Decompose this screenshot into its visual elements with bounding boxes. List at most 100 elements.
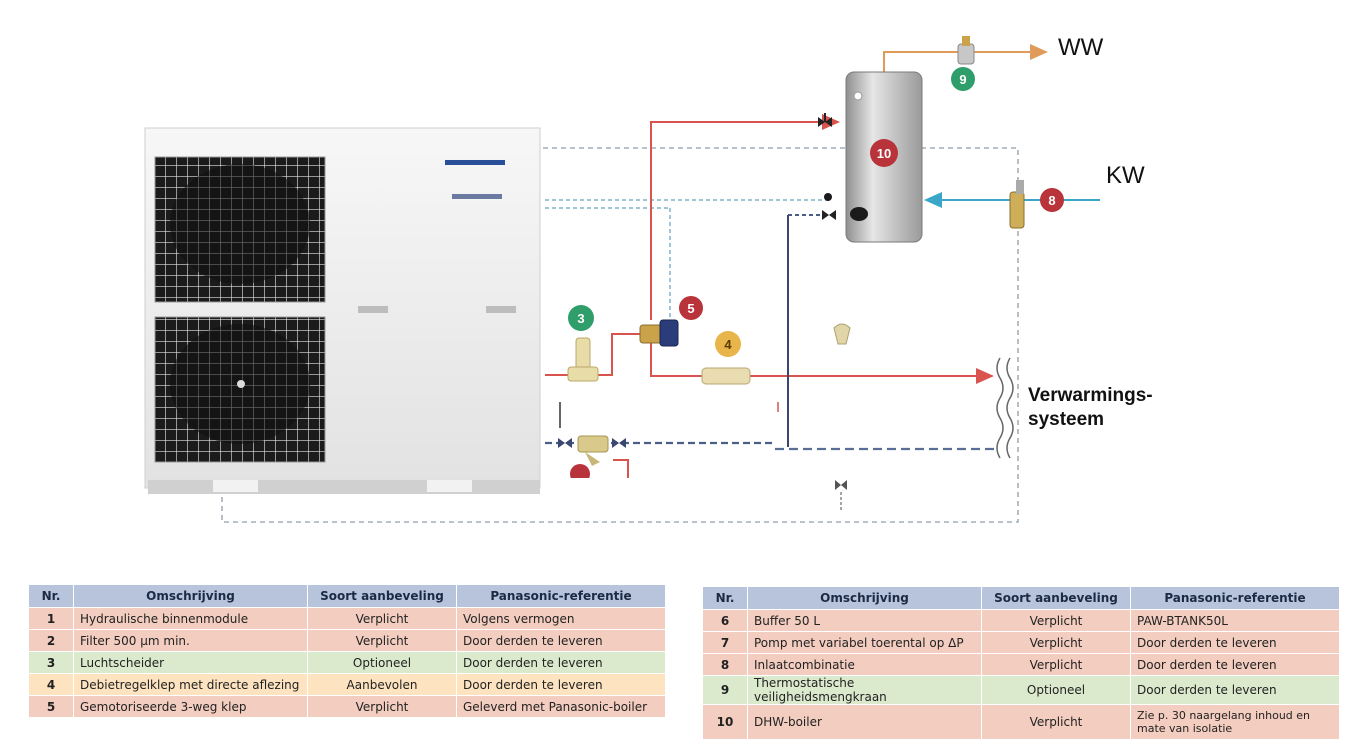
cell-nr: 2: [28, 629, 74, 652]
handle-icon: [358, 306, 388, 313]
drain-valve-icon: [835, 480, 847, 512]
brand-logo-icon: [445, 160, 505, 165]
cell-description: Filter 500 µm min.: [73, 629, 308, 652]
cell-description: Thermostatische veiligheidsmengkraan: [747, 675, 982, 705]
col-header-type: Soort aanbeveling: [307, 584, 457, 608]
cell-reference: Door derden te leveren: [1130, 653, 1340, 676]
cell-reference: Zie p. 30 naargelang inhoud en mate van …: [1130, 704, 1340, 740]
col-header-nr: Nr.: [28, 584, 74, 608]
heating-label-line2: systeem: [1028, 409, 1105, 430]
cell-nr: 6: [702, 609, 748, 632]
cell-description: Luchtscheider: [73, 651, 308, 674]
col-header-nr: Nr.: [702, 586, 748, 610]
col-header-reference: Panasonic-referentie: [1130, 586, 1340, 610]
svg-text:5: 5: [687, 301, 694, 316]
col-header-reference: Panasonic-referentie: [456, 584, 666, 608]
cell-type: Aanbevolen: [307, 673, 457, 696]
cell-nr: 1: [28, 607, 74, 630]
valve-icon: [558, 438, 572, 448]
cell-reference: Door derden te leveren: [1130, 675, 1340, 705]
label-heating-system: Verwarmings- systeem: [1028, 384, 1153, 432]
cell-nr: 4: [28, 673, 74, 696]
col-header-type: Soort aanbeveling: [981, 586, 1131, 610]
valve-icon: [822, 210, 836, 220]
cell-description: Gemotoriseerde 3-weg klep: [73, 695, 308, 718]
label-kw: KW: [1106, 162, 1145, 189]
cell-type: Optioneel: [307, 651, 457, 674]
cell-reference: Door derden te leveren: [456, 673, 666, 696]
heating-label-line1: Verwarmings-: [1028, 385, 1153, 406]
filter-icon: [577, 435, 609, 466]
badge-5: 5: [679, 296, 703, 320]
hot-water-pipe: [883, 44, 1048, 73]
label-ww: WW: [1058, 34, 1104, 61]
badge-4: 4: [715, 331, 741, 357]
cell-nr: 7: [702, 631, 748, 654]
svg-text:3: 3: [577, 311, 584, 326]
badge-9: 9: [951, 67, 975, 91]
hydraulic-diagram: 3 4 5 8 9 10: [144, 36, 1100, 523]
valve-icon: [612, 438, 626, 448]
inlet-combination-icon: [1009, 180, 1025, 229]
flow-valve-icon: [701, 367, 751, 385]
air-separator-icon: [567, 337, 599, 382]
cell-type: Verplicht: [307, 607, 457, 630]
cell-description: Debietregelklep met directe aflezing: [73, 673, 308, 696]
cell-nr: 8: [702, 653, 748, 676]
cell-reference: Volgens vermogen: [456, 607, 666, 630]
cell-type: Verplicht: [981, 631, 1131, 654]
badge-8: 8: [1040, 188, 1064, 212]
svg-text:9: 9: [959, 72, 966, 87]
cell-description: Pomp met variabel toerental op ΔP: [747, 631, 982, 654]
cell-reference: Door derden te leveren: [456, 629, 666, 652]
cell-nr: 3: [28, 651, 74, 674]
cell-reference: Door derden te leveren: [1130, 631, 1340, 654]
model-logo-icon: [452, 194, 502, 199]
badge-3: 3: [568, 305, 594, 331]
cell-type: Verplicht: [307, 629, 457, 652]
fan-grill-bottom: [154, 316, 326, 463]
cell-type: Optioneel: [981, 675, 1131, 705]
handle-icon: [486, 306, 516, 313]
cell-description: Buffer 50 L: [747, 609, 982, 632]
svg-text:4: 4: [724, 337, 732, 352]
cell-type: Verplicht: [981, 653, 1131, 676]
components-table-2: Nr. Omschrijving Soort aanbeveling Panas…: [702, 586, 1340, 740]
valve-icon: [818, 113, 832, 127]
outdoor-unit: [144, 127, 541, 494]
mixing-valve-icon: [957, 36, 975, 65]
cell-description: Hydraulische binnenmodule: [73, 607, 308, 630]
fan-grill-top: [154, 156, 326, 303]
cell-nr: 9: [702, 675, 748, 705]
expansion-vessel-icon: [833, 323, 851, 345]
cell-description: Inlaatcombinatie: [747, 653, 982, 676]
components-table-1: Nr. Omschrijving Soort aanbeveling Panas…: [28, 584, 666, 718]
cell-type: Verplicht: [981, 704, 1131, 740]
badge-10: 10: [870, 139, 898, 167]
cell-description: DHW-boiler: [747, 704, 982, 740]
hot-pipes: [545, 114, 994, 478]
cell-type: Verplicht: [981, 609, 1131, 632]
cell-type: Verplicht: [307, 695, 457, 718]
cell-nr: 10: [702, 704, 748, 740]
partial-badge: [568, 464, 594, 490]
col-header-description: Omschrijving: [747, 586, 982, 610]
cell-reference: PAW-BTANK50L: [1130, 609, 1340, 632]
heating-system-symbol: [996, 357, 1014, 459]
svg-text:8: 8: [1048, 193, 1055, 208]
cell-reference: Door derden te leveren: [456, 651, 666, 674]
col-header-description: Omschrijving: [73, 584, 308, 608]
cell-reference: Geleverd met Panasonic-boiler: [456, 695, 666, 718]
cell-nr: 5: [28, 695, 74, 718]
three-way-valve-icon: [639, 319, 679, 347]
